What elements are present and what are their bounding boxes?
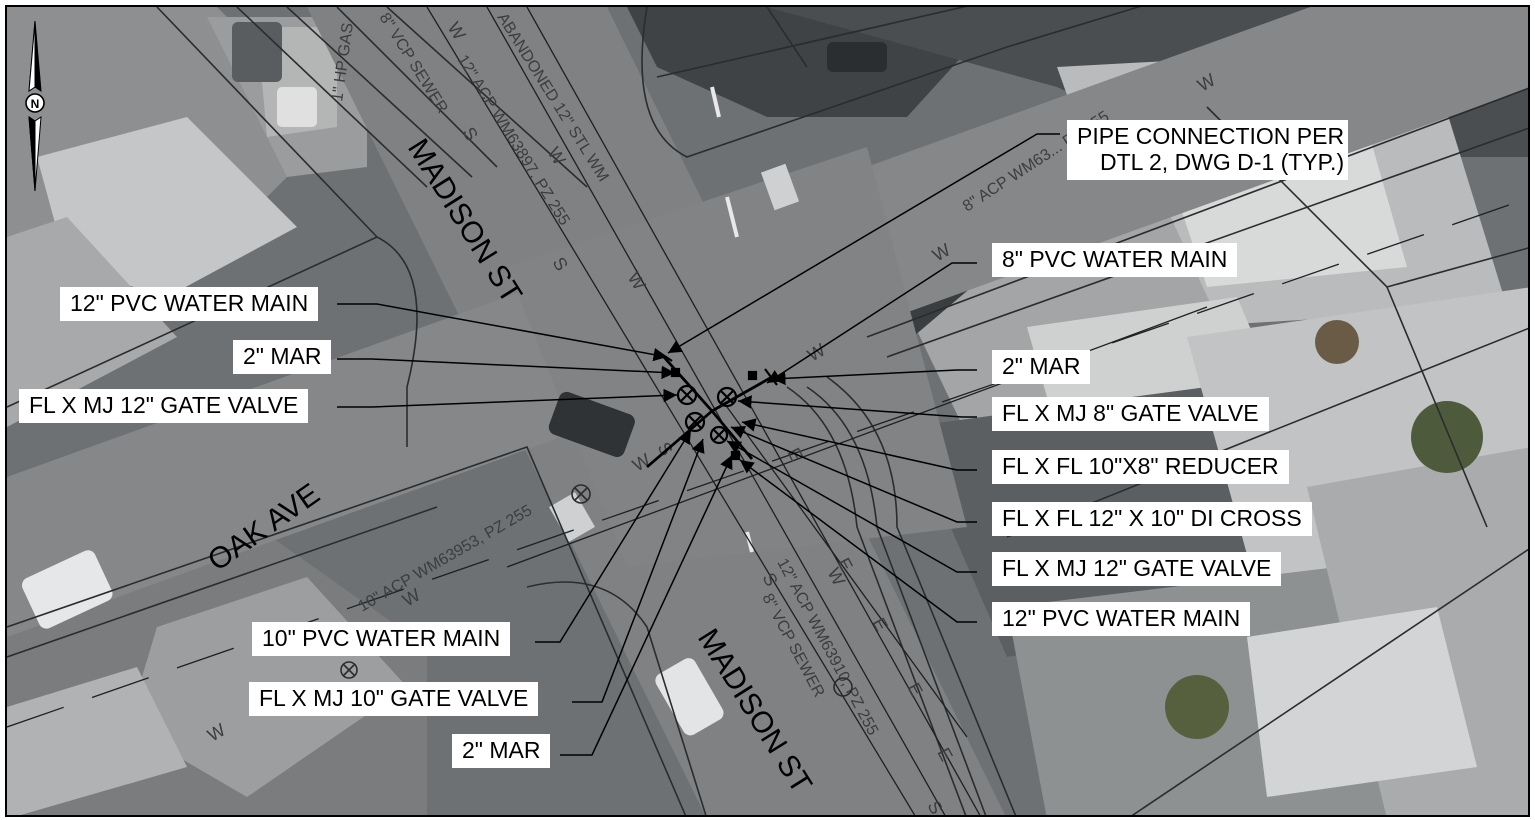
callout-right-12-pvc-water-main: 12" PVC WATER MAIN [992, 602, 1251, 636]
north-arrow: N [25, 21, 45, 192]
callout-10-gate-valve: FL X MJ 10" GATE VALVE [249, 682, 539, 716]
callout-pipe-connection: PIPE CONNECTION PER DTL 2, DWG D-1 (TYP.… [1067, 120, 1349, 180]
callout-pipe-connection-line1: PIPE CONNECTION PER [1077, 123, 1345, 149]
valve-symbol [684, 411, 706, 433]
valve-symbol [676, 384, 698, 406]
callout-bottom-2-mar: 2" MAR [452, 734, 551, 768]
callout-left-12-pvc-water-main: 12" PVC WATER MAIN [60, 287, 319, 321]
leader-lines [337, 133, 1060, 756]
callout-8-gate-valve: FL X MJ 8" GATE VALVE [992, 397, 1269, 431]
property-lines [7, 7, 1528, 815]
callout-right-2-mar: 2" MAR [992, 350, 1091, 384]
top-margin-strip [0, 0, 720, 5]
callout-10-pvc-water-main: 10" PVC WATER MAIN [252, 622, 511, 656]
valve-symbol [709, 425, 729, 445]
map-symbols [340, 484, 853, 697]
drawing-frame: 1" HP GAS 8" VCP SEWER 12" ACP WM63897, … [5, 5, 1530, 817]
callout-right-12-gate-valve: FL X MJ 12" GATE VALVE [992, 552, 1282, 586]
valve-symbol [716, 386, 738, 408]
callout-pipe-connection-line2: DTL 2, DWG D-1 (TYP.) [1100, 148, 1345, 175]
callout-left-2-mar: 2" MAR [233, 340, 332, 374]
callout-reducer: FL X FL 10"X8" REDUCER [992, 450, 1289, 484]
callout-left-12-gate-valve: FL X MJ 12" GATE VALVE [19, 389, 309, 423]
north-letter: N [31, 97, 40, 111]
callout-di-cross: FL X FL 12" X 10" DI CROSS [992, 502, 1312, 536]
callout-8-pvc-water-main: 8" PVC WATER MAIN [992, 243, 1238, 277]
